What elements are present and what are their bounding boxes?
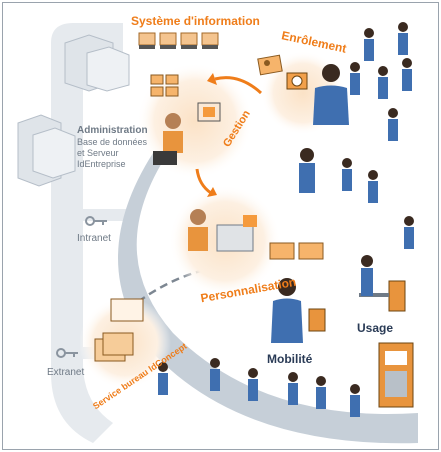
card-stack-icon [94, 298, 144, 362]
administration-line-1: Base de données [77, 137, 148, 147]
administration-line-3: IdEntreprise [77, 159, 126, 169]
computer-terminal-icon [138, 32, 219, 49]
id-card-icon [257, 54, 283, 76]
card-printer-icon [216, 215, 257, 252]
personnalisation-operator [188, 209, 208, 251]
extranet-label: Extranet [47, 367, 85, 378]
intranet-label: Intranet [77, 233, 111, 244]
turnstile-icon [359, 280, 406, 312]
person-icon [158, 22, 414, 417]
id-card-icon [269, 242, 324, 260]
camera-icon [286, 72, 308, 90]
database-server-icon [17, 114, 76, 187]
gestion-operator [153, 102, 221, 165]
mobilite-label: Mobilité [267, 352, 313, 366]
systeme-information-label: Système d'information [131, 14, 260, 28]
key-icon [85, 216, 107, 226]
card-grid-icon [150, 74, 179, 97]
diagram-canvas [17, 22, 418, 444]
network-band [51, 23, 123, 443]
vending-machine-icon [378, 342, 414, 408]
server-icon [64, 34, 130, 92]
administration-title: Administration [77, 125, 148, 136]
key-icon [56, 348, 78, 358]
process-swoosh [118, 153, 418, 444]
flow-arrows [195, 73, 263, 197]
administration-line-2: et Serveur [77, 148, 119, 158]
mobile-agent [271, 278, 326, 343]
usage-label: Usage [357, 321, 394, 335]
enrolement-operator [313, 64, 349, 125]
